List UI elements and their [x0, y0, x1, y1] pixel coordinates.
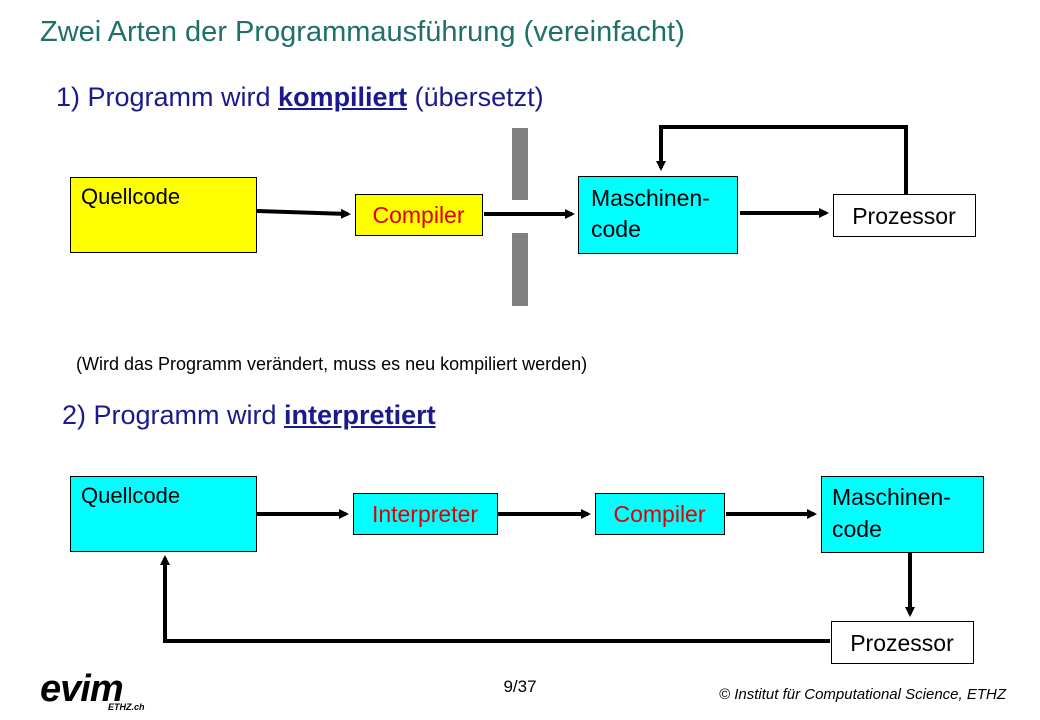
loop-prozessor-to-quellcode — [160, 555, 830, 643]
copyright-notice: © Institut für Computational Science, ET… — [719, 686, 1006, 703]
section2-prefix: 2) Programm wird — [62, 400, 285, 430]
maschinencode-box-1: Maschinen- code — [578, 176, 738, 254]
quellcode-box-2: Quellcode — [70, 476, 257, 552]
compiler-label-1: Compiler — [372, 202, 465, 228]
page-title: Zwei Arten der Programmausführung (verei… — [40, 16, 685, 48]
compiler-label-2: Compiler — [613, 501, 706, 527]
section1-suffix: (übersetzt) — [407, 82, 544, 112]
compiler-box-2: Compiler — [595, 493, 725, 535]
maschinencode-label-2-line2: code — [832, 516, 882, 542]
quellcode-box-1: Quellcode — [70, 177, 257, 253]
page-number: 9/37 — [503, 677, 537, 696]
recompile-note: (Wird das Programm verändert, muss es ne… — [76, 354, 588, 374]
prozessor-box-1: Prozessor — [833, 194, 976, 237]
interpreter-label: Interpreter — [371, 501, 479, 527]
section1-prefix: 1) Programm wird — [56, 82, 279, 112]
prozessor-label-1: Prozessor — [852, 203, 956, 229]
section1-keyword-link[interactable]: kompiliert — [278, 82, 408, 112]
section2-keyword-link[interactable]: interpretiert — [284, 400, 436, 430]
barrier-bottom — [512, 233, 528, 306]
evim-logo-sub: ETHZ.ch — [108, 702, 145, 712]
maschinencode-box-2: Maschinen- code — [821, 476, 984, 553]
quellcode-label-1: Quellcode — [81, 184, 181, 209]
prozessor-box-2: Prozessor — [831, 621, 974, 664]
prozessor-label-2: Prozessor — [850, 630, 954, 656]
compiler-box-1: Compiler — [355, 194, 483, 236]
evim-logo: evim — [40, 668, 124, 710]
arrow-quellcode-to-compiler — [256, 208, 351, 219]
section1-heading: 1) Programm wird kompiliert (übersetzt) — [56, 82, 544, 113]
maschinencode-label-1-line2: code — [591, 216, 641, 242]
maschinencode-label-1-line1: Maschinen- — [591, 185, 710, 211]
maschinencode-label-2-line1: Maschinen- — [832, 484, 951, 510]
loop-prozessor-to-maschinencode — [656, 125, 908, 194]
quellcode-label-2: Quellcode — [81, 483, 181, 508]
barrier-top — [512, 128, 528, 200]
interpreter-box: Interpreter — [353, 493, 498, 535]
section2-heading: 2) Programm wird interpretiert — [62, 400, 436, 431]
